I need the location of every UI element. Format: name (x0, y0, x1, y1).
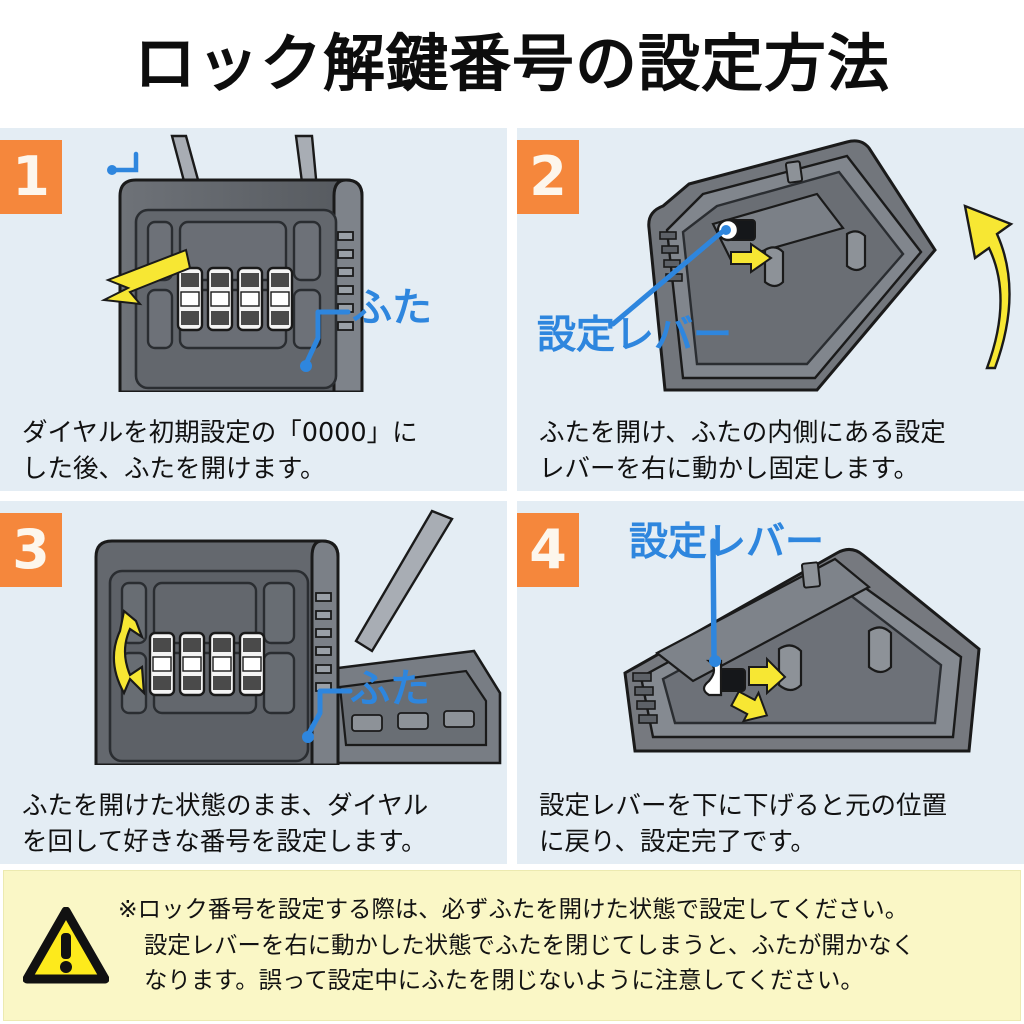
annotation-label-lid-3: ふた (350, 666, 430, 712)
lever-callout-leader-4 (710, 538, 717, 658)
annotation-label-setting-lever-2: 設定レバー (537, 313, 733, 358)
step-number-badge-3: 3 (0, 513, 62, 587)
step-number-4: 4 (529, 518, 567, 581)
illustration-step-4 (623, 538, 981, 753)
illustration-step-3 (94, 509, 502, 765)
dial-wheels-3 (148, 631, 266, 697)
setting-lever-4 (702, 655, 746, 697)
lever-callout-leader-2 (610, 229, 725, 327)
page-title: ロック解鍵番号の設定方法 (133, 27, 890, 100)
warning-line: ※ロック番号を設定する際は、必ずふたを開けた状態で設定してください。 (118, 895, 909, 924)
step-panel-3: 3 (0, 501, 507, 864)
lid-leader-line-3 (302, 688, 353, 743)
caption-line: レバーを右に動かし固定します。 (539, 453, 919, 484)
setting-lever-2 (716, 218, 756, 242)
curved-double-arrow-yellow-icon (112, 608, 146, 696)
illustration-step-2 (610, 139, 1014, 392)
step-panel-1: 1 (0, 128, 507, 491)
caption-line: ダイヤルを初期設定の「0000」に (22, 417, 418, 448)
step-number-3: 3 (12, 518, 50, 581)
lid-callout-leader-1 (109, 151, 139, 173)
step-number-2: 2 (529, 145, 567, 208)
caption-line: ふたを開け、ふたの内側にある設定 (539, 417, 946, 448)
caption-line: 設定レバーを下に下げると元の位置 (539, 790, 948, 821)
lid-leader-line-1 (300, 309, 351, 372)
warning-box: ※ロック番号を設定する際は、必ずふたを開けた状態で設定してください。 設定レバー… (3, 870, 1021, 1021)
step-caption-2: ふたを開け、ふたの内側にある設定 レバーを右に動かし固定します。 (517, 415, 1024, 487)
step-number-1: 1 (12, 145, 50, 208)
warning-text: ※ロック番号を設定する際は、必ずふたを開けた状態で設定してください。 設定レバー… (114, 892, 1010, 999)
step-caption-3: ふたを開けた状態のまま、ダイヤル を回して好きな番号を設定します。 (0, 788, 507, 860)
caption-line: した後、ふたを開けます。 (22, 453, 326, 484)
illustration-step-1 (100, 134, 364, 392)
arrow-down-left-yellow-icon (729, 690, 769, 723)
warning-line: なります。誤って設定中にふたを閉じないように注意してください。 (144, 966, 864, 995)
step-number-badge-1: 1 (0, 140, 62, 214)
caption-line: に戻り、設定完了です。 (539, 826, 816, 857)
step-number-badge-2: 2 (517, 140, 579, 214)
step-number-badge-4: 4 (517, 513, 579, 587)
step-panel-grid: 1 (0, 128, 1024, 870)
step-panel-4: 4 (517, 501, 1024, 864)
step-caption-1: ダイヤルを初期設定の「0000」に した後、ふたを開けます。 (0, 415, 507, 487)
annotation-label-setting-lever-4: 設定レバー (629, 520, 825, 565)
step-caption-4: 設定レバーを下に下げると元の位置 に戻り、設定完了です。 (517, 788, 1024, 860)
page-title-bar: ロック解鍵番号の設定方法 (0, 0, 1024, 128)
arrow-left-yellow-icon (100, 248, 192, 306)
dial-wheels-1 (176, 266, 294, 332)
annotation-label-lid-1: ふた (352, 285, 432, 331)
arrow-right-yellow-icon (730, 242, 773, 274)
curved-arrow-up-yellow-icon (963, 204, 1014, 370)
caption-line: ふたを開けた状態のまま、ダイヤル (22, 790, 429, 821)
warning-line: 設定レバーを右に動かした状態でふたを閉じてしまうと、ふたが開かなく (144, 930, 915, 959)
caption-line: を回して好きな番号を設定します。 (22, 826, 427, 857)
step-panel-2: 2 (517, 128, 1024, 491)
arrow-down-right-yellow-icon (748, 656, 787, 696)
warning-triangle-icon (18, 906, 114, 985)
